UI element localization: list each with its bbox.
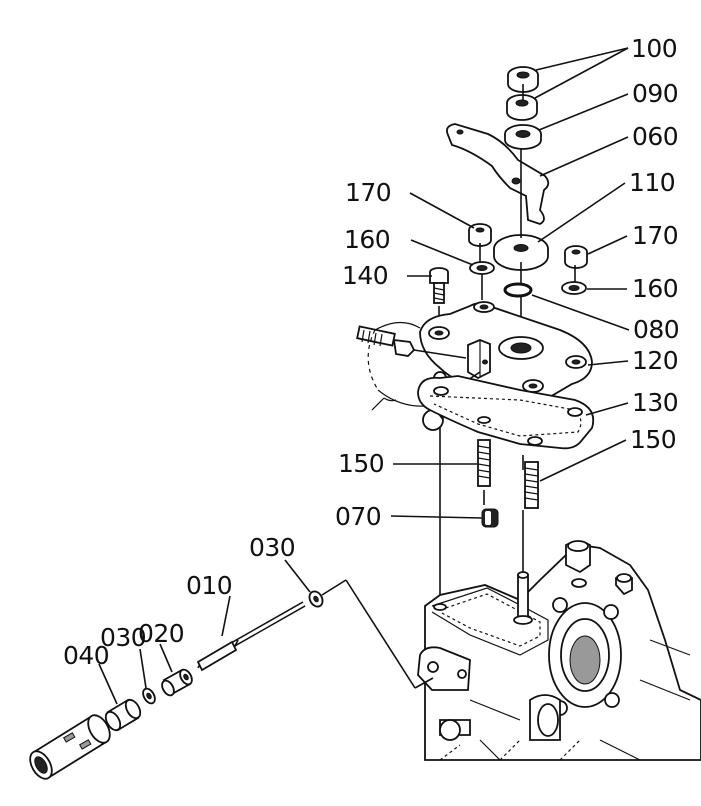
label-060: 060 xyxy=(632,122,678,151)
pump-housing xyxy=(417,540,701,761)
label-090: 090 xyxy=(632,79,678,108)
part-090-washer xyxy=(504,124,542,150)
label-170-right: 170 xyxy=(632,221,678,250)
label-150-left: 150 xyxy=(338,449,384,478)
plunger-barrel xyxy=(29,714,111,780)
side-bolt-upper xyxy=(356,325,467,359)
part-130-gasket xyxy=(417,375,595,450)
label-080: 080 xyxy=(633,315,679,344)
part-020-nut xyxy=(161,668,193,697)
part-170-nut-right xyxy=(564,245,588,269)
label-030-top: 030 xyxy=(249,533,295,562)
label-100: 100 xyxy=(631,34,677,63)
label-140: 140 xyxy=(342,261,388,290)
part-060-lever xyxy=(446,123,550,225)
part-150-stud-left xyxy=(477,439,491,487)
label-070: 070 xyxy=(335,502,381,531)
label-120: 120 xyxy=(632,346,678,375)
part-labels: 100 090 060 110 170 170 160 160 140 080 … xyxy=(63,34,680,670)
part-170-nut-left xyxy=(468,223,492,247)
part-150-stud-right xyxy=(524,461,539,509)
part-040-cap xyxy=(104,698,142,732)
plunger-guide-line xyxy=(321,579,434,689)
label-030-lower: 030 xyxy=(100,623,146,652)
label-150-right: 150 xyxy=(630,425,676,454)
part-010-spring-rod xyxy=(196,601,306,672)
part-030-washer-upper xyxy=(308,590,324,608)
label-170-left: 170 xyxy=(345,178,391,207)
part-070-key xyxy=(481,508,499,528)
part-100-nut-bottom xyxy=(506,94,538,121)
label-130: 130 xyxy=(632,388,678,417)
label-010: 010 xyxy=(186,571,232,600)
part-160-washer-left xyxy=(469,261,495,275)
part-140-bolt xyxy=(429,267,449,304)
part-080-circlip xyxy=(503,282,533,298)
part-030-washer-lower xyxy=(142,687,156,705)
label-020: 020 xyxy=(138,619,184,648)
part-160-washer-right xyxy=(561,281,587,295)
label-160-left: 160 xyxy=(344,225,390,254)
label-110: 110 xyxy=(629,168,675,197)
label-160-right: 160 xyxy=(632,274,678,303)
label-040: 040 xyxy=(63,641,109,670)
leader-lines xyxy=(98,47,630,705)
